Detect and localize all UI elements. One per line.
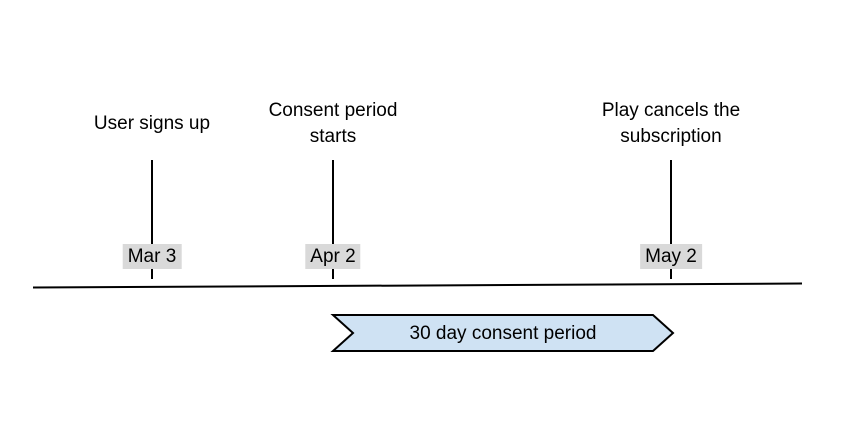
event-tick-line xyxy=(151,160,153,279)
event-date-badge: Mar 3 xyxy=(122,244,182,269)
event-label: User signs up xyxy=(93,113,211,134)
consent-period-ribbon-shape xyxy=(330,314,675,352)
event-date-badge: Apr 2 xyxy=(305,244,361,269)
timeline-axis-line xyxy=(32,282,803,289)
consent-period-ribbon-label: 30 day consent period xyxy=(409,323,597,344)
event-tick-line xyxy=(670,160,672,279)
event-label: Consent period starts xyxy=(268,100,398,147)
event-date-badge: May 2 xyxy=(640,244,702,269)
event-label: Play cancels the subscription xyxy=(601,100,741,147)
event-tick-line xyxy=(332,160,334,279)
